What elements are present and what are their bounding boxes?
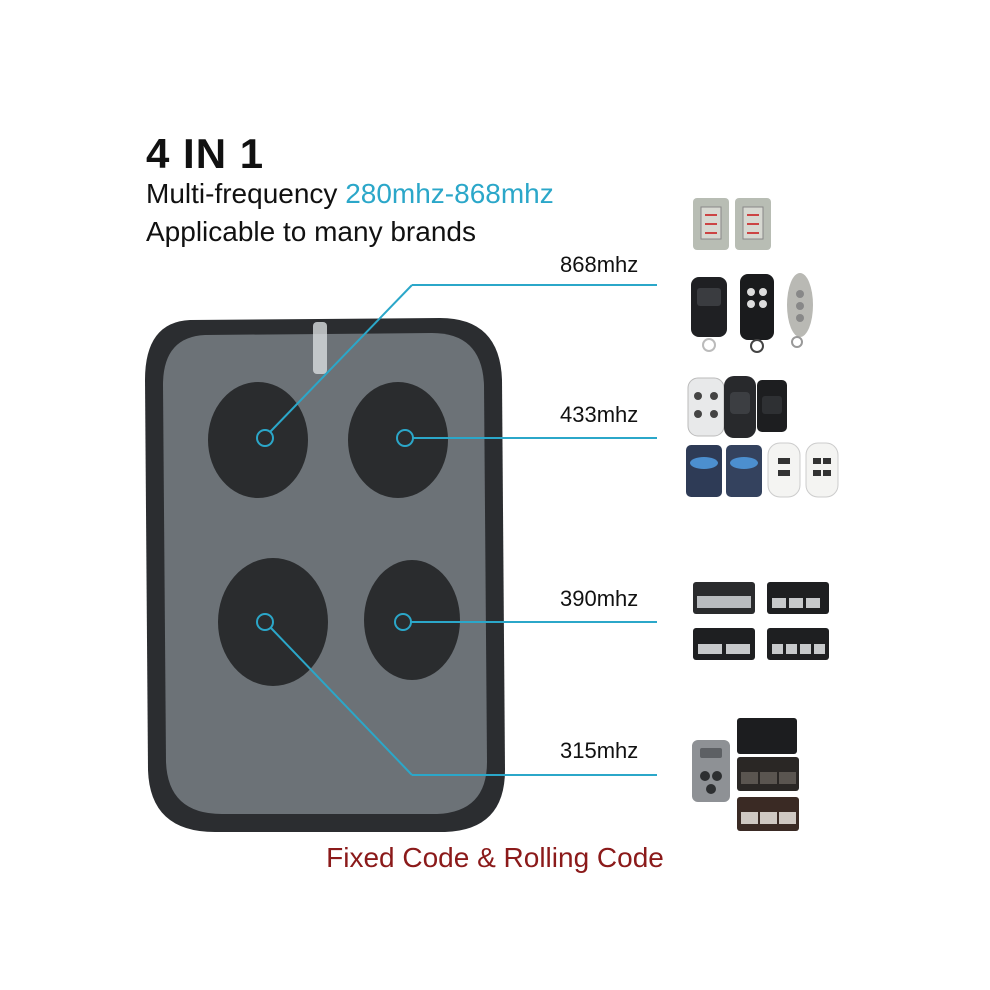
subtitle-prefix: Multi-frequency — [146, 178, 346, 209]
subtitle-frequency: Multi-frequency 280mhz-868mhz — [146, 178, 554, 210]
frequency-range: 280mhz-868mhz — [345, 178, 554, 209]
subtitle-brands: Applicable to many brands — [146, 216, 476, 247]
remotes-868mhz — [691, 198, 813, 353]
remotes-433mhz — [686, 376, 839, 498]
remote-button-bottom-right — [364, 560, 460, 680]
frequency-label-390: 390mhz — [560, 586, 639, 611]
headline: 4 IN 1 — [146, 130, 265, 177]
remotes-390mhz — [693, 582, 829, 660]
frequency-label-433: 433mhz — [560, 402, 639, 427]
remotes-315mhz — [692, 718, 799, 831]
connector-lines — [256, 284, 657, 776]
footer-tagline: Fixed Code & Rolling Code — [326, 842, 664, 873]
frequency-label-868: 868mhz — [560, 252, 639, 277]
remote-control — [145, 318, 505, 832]
frequency-label-315: 315mhz — [560, 738, 639, 763]
